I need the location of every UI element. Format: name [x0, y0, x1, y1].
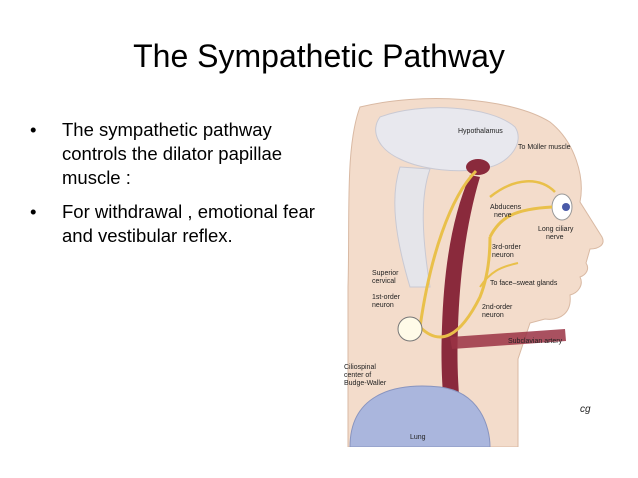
second-order-nerve	[418, 236, 492, 339]
lung-shape	[349, 385, 491, 447]
label-third-order-1: 3rd-order	[492, 244, 521, 251]
label-ciliospinal-1: Ciliospinal	[344, 364, 376, 371]
label-subclavian: Subclavian artery	[508, 338, 563, 345]
label-lung: Lung	[410, 434, 426, 441]
label-first-order-1: 1st-order	[372, 294, 401, 301]
label-abducens-2: nerve	[494, 212, 512, 219]
label-second-order-2: neuron	[482, 312, 504, 319]
label-ciliospinal-3: Budge-Waller	[344, 380, 387, 387]
label-first-order-2: neuron	[372, 302, 394, 309]
illustrator-signature: cg	[580, 404, 591, 415]
label-abducens-1: Abducens	[490, 204, 522, 211]
label-second-order-1: 2nd-order	[482, 304, 513, 311]
label-ciliary-1: Long ciliary	[538, 226, 574, 233]
bullet-dot: •	[30, 201, 37, 222]
first-order-nerve	[418, 169, 478, 328]
label-superior-2: cervical	[372, 278, 396, 285]
bullet-item: • The sympathetic pathway controls the d…	[30, 118, 330, 190]
label-hypothalamus: Hypothalamus	[458, 128, 503, 135]
bullet-text: The sympathetic pathway controls the dil…	[62, 119, 283, 188]
bullet-text: For withdrawal , emotional fear and vest…	[62, 201, 315, 246]
muller-branch	[489, 180, 556, 198]
label-third-order-2: neuron	[492, 252, 514, 259]
sweat-branch	[479, 262, 519, 288]
carotid-artery	[441, 175, 480, 447]
anatomy-diagram: Hypothalamus To Müller muscle Abducens n…	[344, 98, 604, 447]
label-ciliary-2: nerve	[546, 234, 564, 241]
label-muller-muscle: To Müller muscle	[518, 144, 571, 151]
label-ciliospinal-2: center of	[344, 372, 371, 379]
label-superior-1: Superior	[372, 270, 399, 277]
bullet-dot: •	[30, 119, 37, 140]
brain-shape	[375, 107, 519, 172]
label-face-sweat: To face–sweat glands	[490, 280, 558, 287]
hypothalamus-region	[466, 159, 490, 175]
ciliospinal-center	[397, 316, 423, 342]
bullet-item: • For withdrawal , emotional fear and ve…	[30, 200, 330, 248]
subclavian-artery-shape	[450, 329, 566, 349]
bullet-list: • The sympathetic pathway controls the d…	[30, 118, 330, 258]
brainstem	[394, 166, 431, 288]
third-order-nerve	[488, 205, 553, 238]
slide-title: The Sympathetic Pathway	[133, 38, 505, 74]
pupil	[562, 203, 570, 211]
sympathetic-pathway-illustration: Hypothalamus To Müller muscle Abducens n…	[340, 97, 636, 447]
